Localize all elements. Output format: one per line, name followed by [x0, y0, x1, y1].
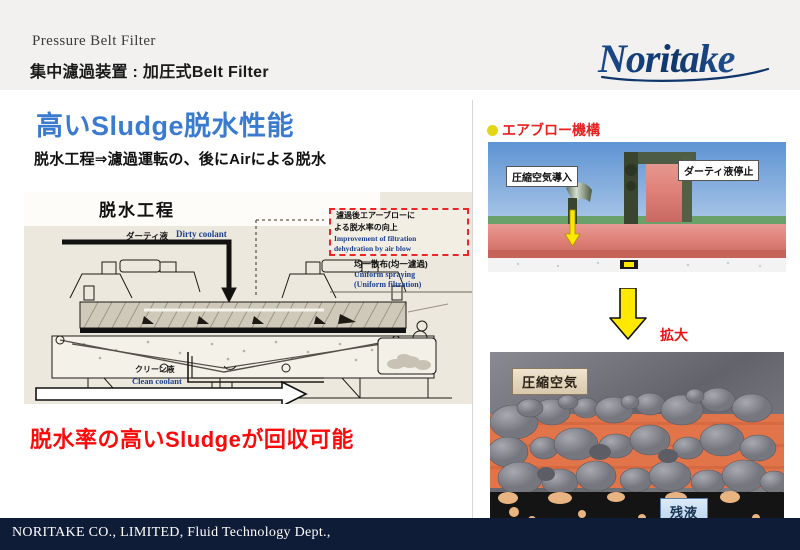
- air-blow-section-label: エアブロー機構: [502, 122, 600, 138]
- enlarge-arrow-icon: [609, 288, 647, 340]
- air-blow-callout-box: [329, 208, 469, 256]
- belt-filter-schematic: [35, 219, 472, 404]
- tag-compressed-air-intake: 圧縮空気導入: [506, 166, 578, 187]
- label-clean-coolant-en: Clean coolant: [132, 376, 182, 386]
- callout-en-line2: dehydration by air blow: [334, 244, 412, 253]
- diagram-title: 脱水工程: [99, 201, 175, 220]
- slide-footer: NORITAKE CO., LIMITED, Fluid Technology …: [0, 518, 800, 550]
- process-diagram: 脱水工程: [24, 192, 472, 404]
- callout-en-line1: Improvement of filtration: [334, 234, 417, 243]
- enlarge-label: 拡大: [660, 327, 688, 343]
- diagram-title-bar: [24, 192, 380, 226]
- uniform-spraying-en-line1: Uniform spraying: [354, 270, 416, 279]
- page-title: 高いSludge脱水性能: [36, 111, 295, 141]
- uniform-spraying-jp: 均一散布(均一濾過): [354, 259, 428, 269]
- page-subtitle: 脱水工程⇒濾過運転の、後にAirによる脱水: [34, 151, 327, 168]
- header-title-jp: 集中濾過装置 : 加圧式Belt Filter: [30, 64, 269, 81]
- label-clean-coolant-jp: クリーン液: [135, 365, 175, 374]
- svg-text:Noritake: Noritake: [597, 36, 735, 81]
- label-dirty-coolant-en: Dirty coolant: [176, 229, 227, 239]
- air-blow-section-title: エアブロー機構: [487, 120, 600, 140]
- column-divider: [472, 100, 473, 518]
- header-title-en: Pressure Belt Filter: [32, 33, 156, 49]
- air-blow-mechanism-image: 圧縮空気導入 ダーティ液停止: [488, 142, 786, 272]
- tag-dirty-coolant-stop: ダーティ液停止: [678, 160, 760, 181]
- callout-jp-line2: よる脱水率の向上: [334, 223, 398, 232]
- tag-compressed-air: 圧縮空気: [512, 368, 589, 395]
- callout-jp-line1: 濾過後エアーブローに: [336, 211, 416, 220]
- footer-text: NORITAKE CO., LIMITED, Fluid Technology …: [12, 525, 331, 540]
- uniform-spraying-en-line2: (Uniform filtration): [354, 280, 422, 289]
- slide-header: Pressure Belt Filter 集中濾過装置 : 加圧式Belt Fi…: [0, 0, 800, 90]
- conclusion-text: 脱水率の高いSludgeが回収可能: [30, 427, 354, 452]
- bullet-icon: [487, 124, 498, 136]
- noritake-logo: Noritake: [597, 36, 770, 82]
- label-dirty-coolant-jp: ダーティ液: [126, 231, 168, 241]
